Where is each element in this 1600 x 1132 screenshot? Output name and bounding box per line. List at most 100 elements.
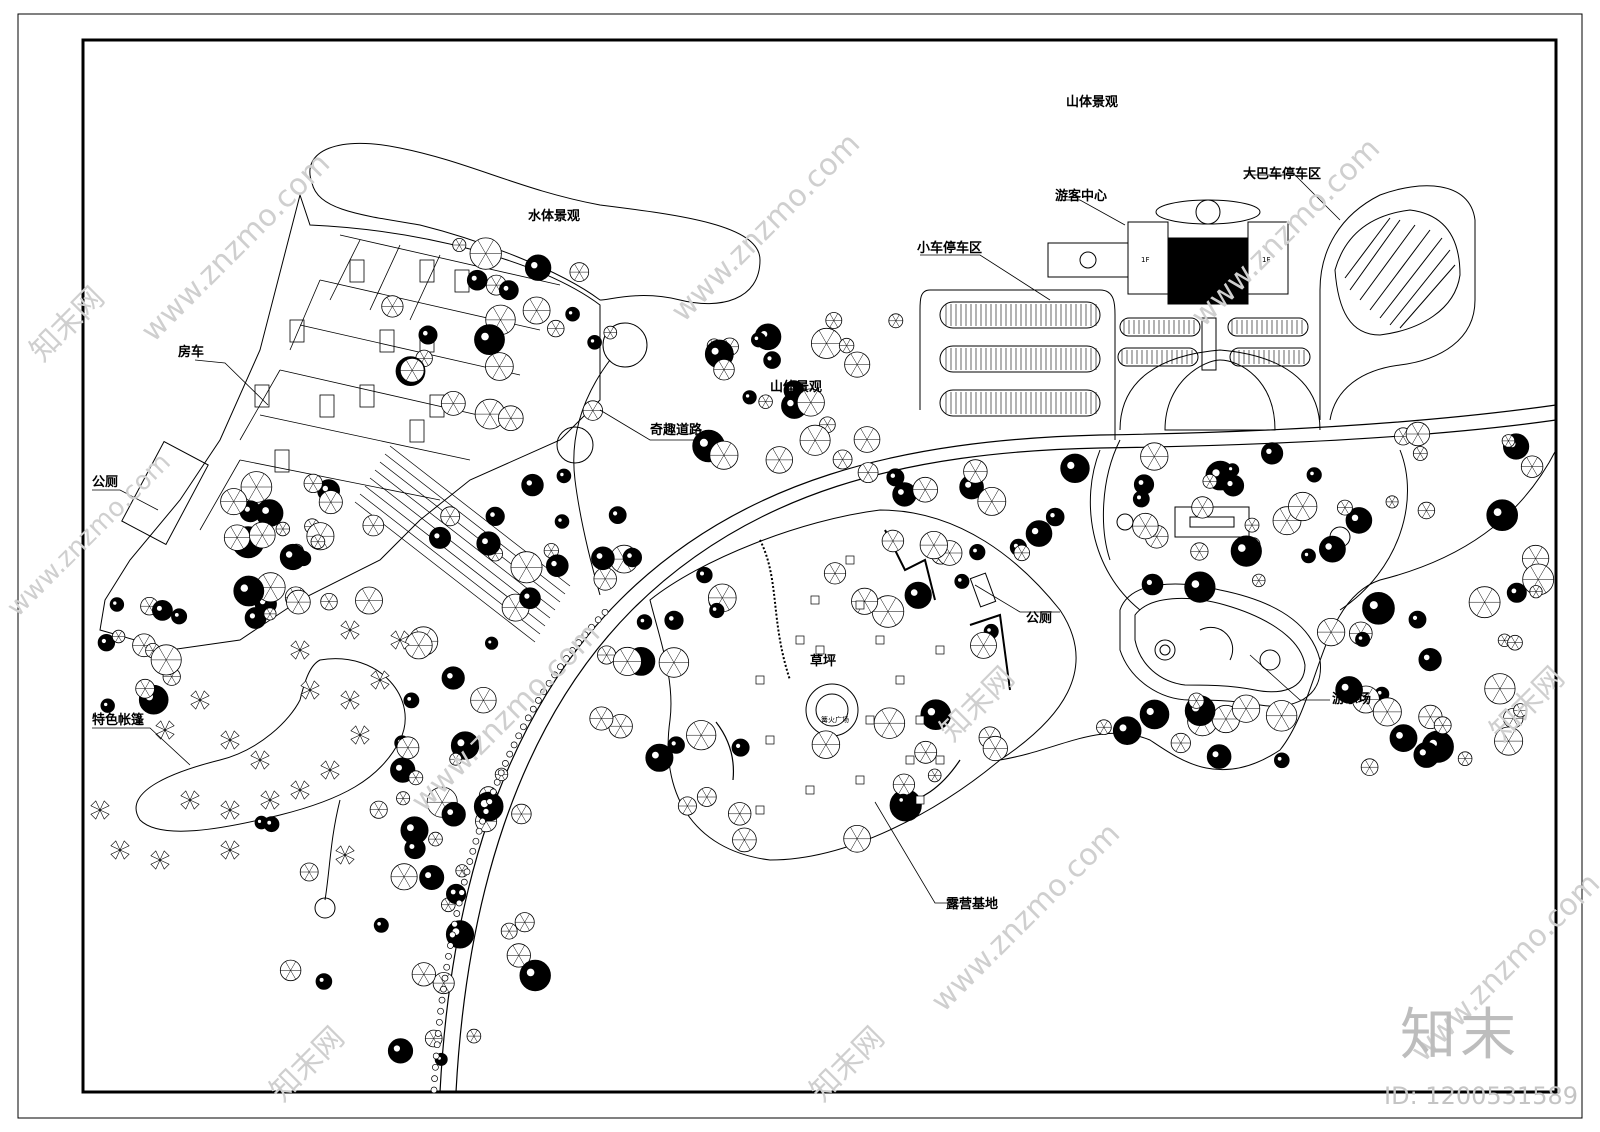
camp-pitch-icon bbox=[855, 600, 865, 610]
tree-icon bbox=[982, 735, 1008, 762]
road-tree-icon bbox=[497, 769, 505, 777]
tree-icon bbox=[1494, 726, 1524, 756]
tree-icon bbox=[1520, 455, 1544, 478]
camp-pitch-icon bbox=[755, 675, 765, 685]
tree-icon bbox=[1418, 647, 1442, 672]
tree-icon bbox=[390, 863, 418, 891]
tree-icon bbox=[554, 514, 570, 529]
tree-icon bbox=[220, 488, 248, 516]
tent-icon bbox=[90, 800, 110, 820]
tree-icon bbox=[452, 237, 467, 252]
tree-icon bbox=[823, 562, 847, 585]
road-tree-icon bbox=[493, 778, 501, 786]
tree-icon bbox=[387, 1038, 414, 1064]
tree-icon bbox=[658, 647, 690, 678]
tree-icon bbox=[469, 237, 502, 270]
road-tree-icon bbox=[479, 817, 486, 825]
tree-icon bbox=[381, 295, 404, 318]
tree-icon bbox=[920, 699, 952, 730]
tree-icon bbox=[622, 547, 643, 568]
tree-icon bbox=[1230, 535, 1262, 567]
tree-icon bbox=[318, 490, 343, 515]
tree-icon bbox=[151, 600, 173, 621]
tree-icon bbox=[696, 787, 717, 807]
tree-icon bbox=[892, 482, 917, 507]
tree-icon bbox=[892, 773, 916, 796]
tent-path bbox=[324, 799, 341, 901]
tree-icon bbox=[888, 313, 904, 329]
tree-icon bbox=[1132, 490, 1150, 508]
tree-icon bbox=[1191, 496, 1214, 519]
road-tree-icon bbox=[594, 616, 602, 624]
road-tree-icon bbox=[529, 705, 537, 713]
tent-icon bbox=[300, 680, 320, 700]
tree-icon bbox=[1252, 573, 1266, 588]
tree-icon bbox=[315, 973, 333, 990]
tree-icon bbox=[977, 486, 1007, 516]
tents bbox=[90, 555, 945, 870]
tree-icon bbox=[511, 803, 532, 825]
fun-road-node-2 bbox=[556, 426, 594, 464]
tree-icon bbox=[603, 325, 618, 340]
zigzag-wall-2 bbox=[969, 613, 1011, 691]
road-tree-icon bbox=[436, 1018, 443, 1026]
tree-icon bbox=[1306, 467, 1322, 483]
tree-icon bbox=[1202, 473, 1218, 489]
playground-area bbox=[1119, 583, 1321, 707]
tree-icon bbox=[396, 736, 420, 760]
tree-icon bbox=[1457, 751, 1473, 766]
tree-icon bbox=[832, 449, 853, 470]
road-tree-icon bbox=[601, 608, 609, 616]
label-lawn: 草坪 bbox=[810, 653, 836, 669]
rv-zone bbox=[99, 193, 601, 651]
road-tree-icon bbox=[463, 868, 471, 876]
tree-icon bbox=[1513, 703, 1528, 718]
road-tree-icon bbox=[434, 1030, 442, 1037]
tree-icon bbox=[873, 707, 906, 739]
tree-icon bbox=[1506, 582, 1527, 603]
tree-icon bbox=[466, 269, 488, 291]
tree-icon bbox=[150, 644, 182, 676]
tree-icon bbox=[1319, 535, 1346, 563]
tree-icon bbox=[441, 802, 466, 827]
tree-icon bbox=[843, 824, 871, 853]
label-mountain-mid: 山体景观 bbox=[770, 379, 822, 395]
tent-zone bbox=[135, 658, 406, 832]
tree-icon bbox=[233, 575, 265, 607]
tree-icon bbox=[97, 634, 116, 652]
road-tree-icon bbox=[469, 847, 477, 855]
tree-icon bbox=[1170, 732, 1191, 754]
tree-icon bbox=[851, 587, 879, 615]
tree-icon bbox=[1360, 758, 1379, 776]
leader-lines bbox=[92, 174, 1341, 904]
tree-icon bbox=[519, 587, 541, 609]
tree-icon bbox=[545, 554, 569, 577]
camp-pitch-icon bbox=[755, 805, 765, 815]
pool-node-left bbox=[1116, 513, 1134, 531]
road-tree-icon bbox=[466, 858, 474, 865]
tree-icon bbox=[522, 296, 551, 325]
tree-icon bbox=[593, 567, 617, 591]
tree-icon bbox=[1413, 741, 1440, 768]
tree-icon bbox=[1301, 548, 1316, 564]
camp-base bbox=[649, 509, 1077, 861]
tree-icon bbox=[1261, 442, 1284, 465]
tree-icon bbox=[547, 319, 565, 338]
road-tree-icon bbox=[440, 985, 447, 993]
tree-icon bbox=[223, 524, 251, 551]
tree-icon bbox=[171, 608, 188, 625]
road-tree-icon bbox=[588, 623, 595, 631]
tree-icon bbox=[1206, 744, 1232, 769]
road-tree-icon bbox=[433, 1041, 441, 1049]
tree-icon bbox=[758, 394, 773, 409]
tree-icon bbox=[709, 440, 739, 470]
camp-pitch-icon bbox=[935, 645, 945, 655]
bus-parking bbox=[1319, 185, 1476, 421]
tent-icon bbox=[220, 840, 240, 860]
fun-road bbox=[573, 359, 611, 596]
camp-pitch-icon bbox=[805, 785, 815, 795]
label-toilet-right: 公厕 bbox=[1026, 611, 1052, 626]
tree-icon bbox=[428, 831, 443, 847]
tree-icon bbox=[686, 720, 717, 751]
tree-icon bbox=[677, 796, 697, 816]
